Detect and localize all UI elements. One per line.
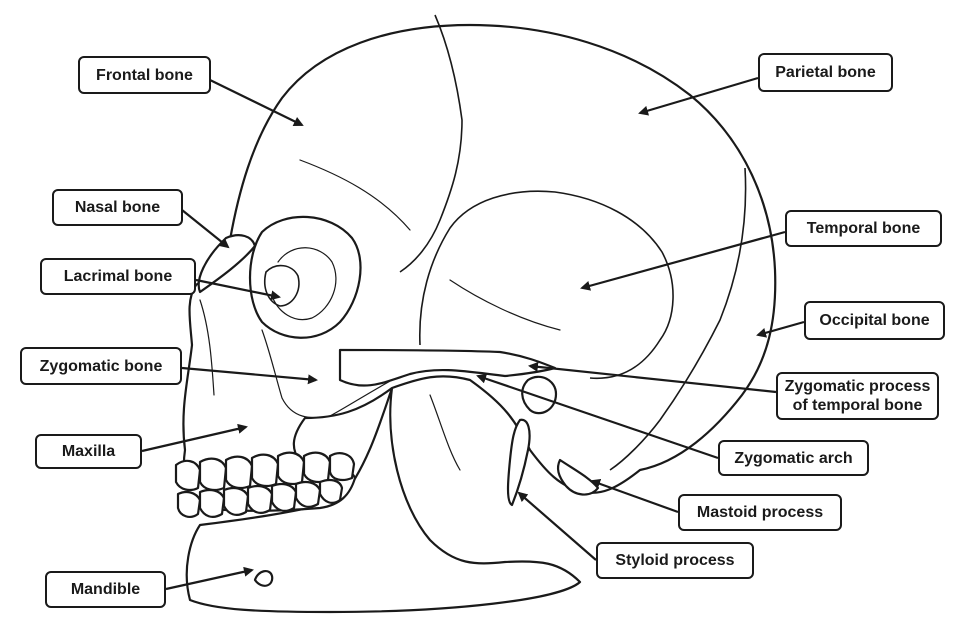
coronal-suture: [399, 14, 463, 273]
label-temporal-bone: Temporal bone: [785, 210, 942, 247]
mental-foramen: [253, 570, 274, 587]
mastoid-shape: [556, 458, 600, 496]
label-zygomatic-bone: Zygomatic bone: [20, 347, 182, 385]
leader-nasal-bone: [181, 209, 230, 249]
nasal-bone-shape: [197, 234, 257, 294]
label-zygomatic-process: Zygomatic process of temporal bone: [776, 372, 939, 420]
temporal-squama-suture: [418, 190, 674, 380]
label-parietal-bone: Parietal bone: [758, 53, 893, 92]
label-mastoid-process: Mastoid process: [678, 494, 842, 531]
lambdoid-suture: [609, 167, 747, 471]
nasal-aperture: [199, 299, 215, 396]
zygomatic-arch-upper: [338, 348, 557, 387]
leader-zygomatic-bone: [181, 366, 318, 385]
external-ear-canal: [521, 375, 558, 415]
styloid-shape: [506, 418, 531, 507]
leader-occipital-bone: [756, 320, 805, 338]
lower-teeth: [176, 478, 344, 518]
label-lacrimal-bone: Lacrimal bone: [40, 258, 196, 295]
temporal-line: [449, 279, 561, 331]
leader-zygomatic-arch: [476, 373, 719, 460]
leader-mandible: [165, 566, 254, 591]
frontal-ridge: [299, 159, 411, 231]
label-maxilla: Maxilla: [35, 434, 142, 469]
leader-mastoid-process: [590, 479, 679, 514]
orbit: [248, 215, 362, 339]
coronoid-notch: [429, 394, 461, 471]
orbit-inner: [271, 247, 337, 321]
leader-maxilla: [141, 423, 248, 453]
leader-parietal-bone: [638, 76, 759, 116]
label-occipital-bone: Occipital bone: [804, 301, 945, 340]
label-zygomatic-arch: Zygomatic arch: [718, 440, 869, 476]
label-nasal-bone: Nasal bone: [52, 189, 183, 226]
zygomatic-bone-shape: [261, 329, 393, 419]
label-frontal-bone: Frontal bone: [78, 56, 211, 94]
leader-zygomatic-process: [528, 361, 777, 394]
leader-styloid-process: [517, 491, 597, 561]
label-styloid-process: Styloid process: [596, 542, 754, 579]
leader-lacrimal-bone: [195, 278, 281, 301]
leader-lines: [141, 76, 805, 591]
leader-temporal-bone: [580, 230, 786, 291]
leader-frontal-bone: [209, 79, 304, 126]
label-mandible: Mandible: [45, 571, 166, 608]
